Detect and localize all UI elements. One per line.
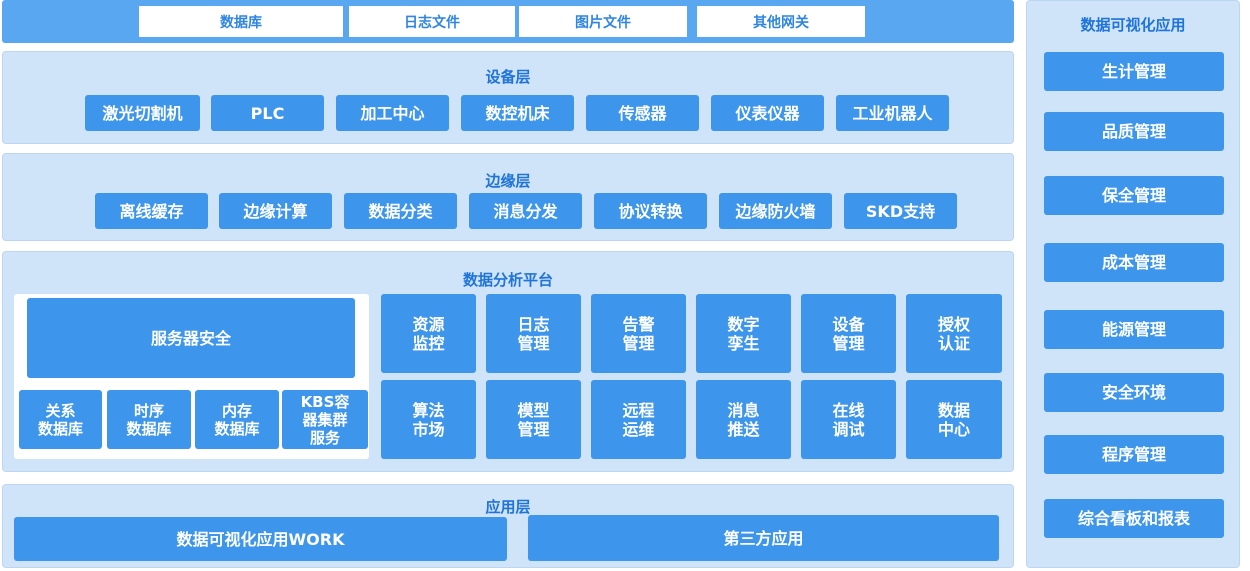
module-log-management[interactable]: 日志 管理: [486, 294, 581, 373]
sidebar-item-maintenance[interactable]: 保全管理: [1044, 176, 1224, 215]
device-instruments[interactable]: 仪表仪器: [711, 95, 824, 131]
platform-title: 数据分析平台: [462, 271, 553, 289]
app-layer-title: 应用层: [485, 498, 531, 516]
app-layer-panel: 应用层 数据可视化应用WORK 第三方应用: [2, 484, 1014, 568]
sidebar-item-energy[interactable]: 能源管理: [1044, 310, 1224, 349]
source-tab-database[interactable]: 数据库: [139, 6, 343, 37]
module-alarm-management[interactable]: 告警 管理: [591, 294, 686, 373]
device-layer-panel: 设备层 激光切割机 PLC 加工中心 数控机床 传感器 仪表仪器 工业机器人: [2, 51, 1014, 144]
edge-skd-support[interactable]: SKD支持: [844, 193, 957, 229]
source-tab-other-gateways[interactable]: 其他网关: [697, 6, 865, 37]
sidebar-item-cost[interactable]: 成本管理: [1044, 243, 1224, 282]
kbs-container-cluster-button[interactable]: KBS容 器集群 服务: [282, 390, 368, 449]
edge-layer-panel: 边缘层 离线缓存 边缘计算 数据分类 消息分发 协议转换 边缘防火墙 SKD支持: [2, 153, 1014, 241]
device-industrial-robot[interactable]: 工业机器人: [836, 95, 949, 131]
module-online-debug[interactable]: 在线 调试: [801, 380, 896, 459]
module-resource-monitoring[interactable]: 资源 监控: [381, 294, 476, 373]
relational-database-button[interactable]: 关系 数据库: [19, 390, 102, 449]
source-tab-image-files[interactable]: 图片文件: [519, 6, 687, 37]
infrastructure-box: 服务器安全 关系 数据库 时序 数据库 内存 数据库 KBS容 器集群 服务: [14, 294, 369, 459]
device-sensor[interactable]: 传感器: [586, 95, 699, 131]
visualization-sidebar: 数据可视化应用 生计管理 品质管理 保全管理 成本管理 能源管理 安全环境 程序…: [1026, 0, 1240, 568]
module-authorization[interactable]: 授权 认证: [906, 294, 1002, 373]
sidebar-title: 数据可视化应用: [1080, 16, 1186, 34]
memory-database-button[interactable]: 内存 数据库: [195, 390, 279, 449]
edge-layer-title: 边缘层: [485, 172, 531, 190]
module-remote-ops[interactable]: 远程 运维: [591, 380, 686, 459]
sidebar-item-quality[interactable]: 品质管理: [1044, 112, 1224, 151]
sidebar-item-safety[interactable]: 安全环境: [1044, 373, 1224, 412]
device-cnc-machine[interactable]: 数控机床: [461, 95, 574, 131]
module-digital-twin[interactable]: 数字 孪生: [696, 294, 791, 373]
app-third-party[interactable]: 第三方应用: [528, 515, 999, 561]
platform-panel: 数据分析平台 服务器安全 关系 数据库 时序 数据库 内存 数据库 KBS容 器…: [2, 251, 1014, 472]
module-algorithm-market[interactable]: 算法 市场: [381, 380, 476, 459]
app-visualization-work[interactable]: 数据可视化应用WORK: [14, 517, 507, 561]
device-laser-cutter[interactable]: 激光切割机: [85, 95, 200, 131]
device-plc[interactable]: PLC: [211, 95, 324, 131]
module-data-center[interactable]: 数据 中心: [906, 380, 1002, 459]
sidebar-item-program[interactable]: 程序管理: [1044, 435, 1224, 474]
module-device-management[interactable]: 设备 管理: [801, 294, 896, 373]
device-layer-title: 设备层: [485, 68, 531, 86]
edge-edge-computing[interactable]: 边缘计算: [219, 193, 332, 229]
edge-message-distribution[interactable]: 消息分发: [469, 193, 582, 229]
source-bar: 数据库 日志文件 图片文件 其他网关: [2, 0, 1014, 43]
timeseries-database-button[interactable]: 时序 数据库: [107, 390, 191, 449]
module-model-management[interactable]: 模型 管理: [486, 380, 581, 459]
sidebar-item-dashboard-reports[interactable]: 综合看板和报表: [1044, 499, 1224, 538]
edge-offline-cache[interactable]: 离线缓存: [95, 193, 208, 229]
sidebar-item-production[interactable]: 生计管理: [1044, 52, 1224, 91]
device-machining-center[interactable]: 加工中心: [336, 95, 449, 131]
edge-firewall[interactable]: 边缘防火墙: [719, 193, 832, 229]
module-message-push[interactable]: 消息 推送: [696, 380, 791, 459]
source-tab-log-files[interactable]: 日志文件: [349, 6, 515, 37]
edge-protocol-conversion[interactable]: 协议转换: [594, 193, 707, 229]
edge-data-classification[interactable]: 数据分类: [344, 193, 457, 229]
server-security-button[interactable]: 服务器安全: [27, 298, 355, 378]
